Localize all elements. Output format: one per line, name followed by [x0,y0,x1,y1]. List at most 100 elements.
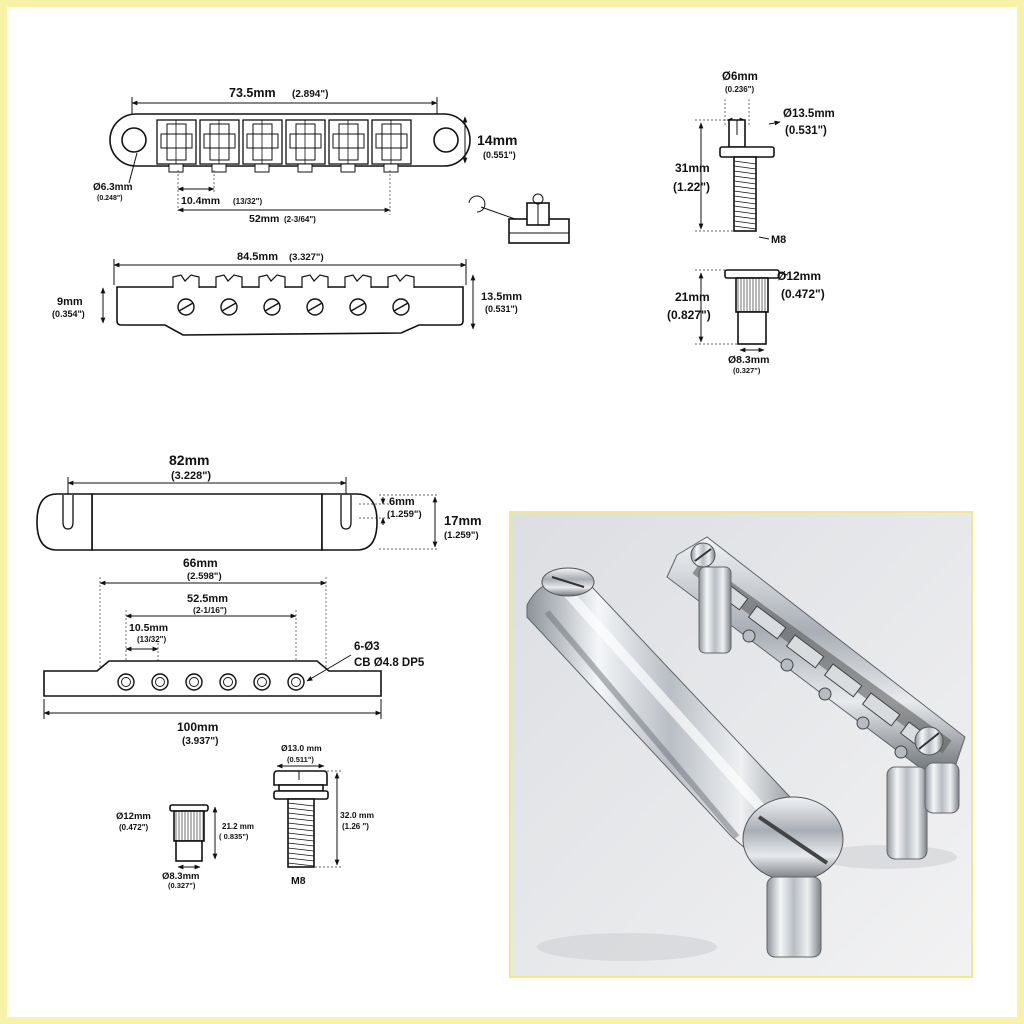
bridge-hole-dia-in: (0.248") [97,195,123,202]
bridge-side-height-mm: 9mm [57,296,83,308]
tail-span-in: (2.598") [187,571,222,582]
saddle-side [258,274,286,288]
tail-bushing-drawing: Ø12mm (0.472") 21.2 mm ( 0.835") Ø8.3mm … [116,804,254,890]
string-hole [117,673,135,691]
screw-tip [297,163,313,173]
stud-dia-in: (0.236") [725,85,754,94]
saddle-top [371,119,412,165]
tail-stud-dia-mm: Ø13.0 mm [281,743,322,753]
screw-tip [211,163,227,173]
tail-height-mm: 17mm [444,513,482,528]
saddle-spacing-frac: (13/32") [233,197,262,206]
tail-bush-dia-mm: Ø12mm [116,811,151,822]
string-hole [185,673,203,691]
tail-holes-mm: 52.5mm [187,593,228,605]
string-hole [287,673,305,691]
bridge-stud-drawing: Ø6mm (0.236") Ø13.5mm (0.531") 31mm (1.2… [673,71,835,246]
tail-total-mm: 100mm [177,720,218,734]
bushing-dia-in: (0.472") [781,287,825,301]
string-hole [219,673,237,691]
bridge-side-length-mm: 84.5mm [237,251,278,263]
bridge-top-view: 73.5mm (2.894") 14mm (0.551") Ø6.3mm (0.… [93,86,517,225]
bridge-hole-right [433,127,459,153]
tail-body-top [91,493,323,551]
bridge-length-mm: 73.5mm [229,86,276,100]
e-clip-icon [468,195,486,213]
bushing-inner-in: (0.327") [733,366,761,375]
tail-pitch-mm: 10.5mm [129,622,168,634]
tail-bush-inner-in: (0.327") [168,881,196,890]
saddle-top [328,119,369,165]
bridge-hole-left [121,127,147,153]
saddle-side [387,274,415,288]
tail-bush-len-in: ( 0.835") [219,832,249,841]
bushing-dia-mm: Ø12mm [777,269,821,283]
tail-length-mm: 82mm [169,452,209,468]
bushing-length-mm: 21mm [675,290,710,304]
stud-length-mm: 31mm [675,161,710,175]
bridge-length-in: (2.894") [292,89,328,100]
saddle-side [172,274,200,288]
tail-stud-len-mm: 32.0 mm [340,810,374,820]
tailpiece-top-view: 82mm (3.228") 6mm (1.259") 17mm (1.259") [36,452,482,551]
spec-sheet: 73.5mm (2.894") 14mm (0.551") Ø6.3mm (0.… [7,7,1017,1017]
bridge-side-length-in: (3.327") [289,252,324,263]
saddle-span-frac: (2-3/64") [284,215,316,224]
saddle-side [215,274,243,288]
saddle-group-side [172,274,415,316]
bushing-length-in: (0.827") [667,308,711,322]
bridge-side-view: 84.5mm (3.327") 9mm (0.354") 13.5mm (0.5… [52,251,522,336]
tail-stud-thread-size: M8 [291,875,306,887]
tail-stud-len-in: (1.26 ") [342,822,369,831]
bridge-height-mm: 14mm [477,132,517,148]
tail-pitch-frac: (13/32") [137,635,166,644]
string-hole [151,673,169,691]
tail-total-in: (3.937") [182,736,218,747]
tail-slot-mm: 6mm [389,496,415,508]
stud-thread-size: M8 [771,234,786,246]
bridge-bushing-drawing: 21mm (0.827") Ø12mm (0.472") Ø8.3mm (0.3… [667,269,825,375]
tail-height-in: (1.259") [444,530,479,541]
saddle-group-top [156,119,412,173]
tail-slot-in: (1.259") [387,509,422,520]
screw-tip [254,163,270,173]
stud-thread [733,156,757,232]
saddle-spacing-mm: 10.4mm [181,195,220,207]
screw-tip [168,163,184,173]
saddle-side [301,274,329,288]
saddle-side [344,274,372,288]
photo-saddle [823,663,863,698]
bridge-height-in: (0.551") [483,150,516,160]
tail-bush-len-mm: 21.2 mm [222,822,254,831]
tail-stud-dia-in: (0.511") [287,755,314,764]
screw-tip [340,163,356,173]
tail-holes-frac: (2-1/16") [193,605,227,615]
photo-saddle [785,634,825,669]
photo-bridge [666,536,966,860]
photo-tailpiece [526,567,844,958]
dimension-drawing: 73.5mm (2.894") 14mm (0.551") Ø6.3mm (0.… [36,71,973,978]
bushing-inner-mm: Ø8.3mm [728,354,769,366]
string-hole [253,673,271,691]
bridge-body-side [116,286,464,336]
tail-hole-spec-1: 6-Ø3 [354,641,380,653]
stud-dia-mm: Ø6mm [722,71,758,83]
saddle-top [199,119,240,165]
product-photo [509,511,973,978]
screw-tip [383,163,399,173]
tail-bush-inner-mm: Ø8.3mm [162,871,200,882]
stud-length-in: (1.22") [673,180,710,194]
saddle-top [242,119,283,165]
photo-saddle [861,692,901,727]
bridge-side-total-in: (0.531") [485,304,518,314]
tail-stud-drawing: Ø13.0 mm (0.511") 32.0 mm (1.26 ") M8 [273,743,374,887]
bridge-hole-dia-mm: Ø6.3mm [93,182,133,193]
saddle-top [156,119,197,165]
saddle-top [285,119,326,165]
bridge-side-height-in: (0.354") [52,309,85,319]
tail-span-mm: 66mm [183,556,218,570]
tailpiece-side-view: 66mm (2.598") 52.5mm (2-1/16") 10.5mm (1… [43,556,425,747]
tail-length-in: (3.228") [171,470,211,482]
tail-hole-spec-2: CB Ø4.8 DP5 [354,657,425,669]
bridge-side-total-mm: 13.5mm [481,291,522,303]
